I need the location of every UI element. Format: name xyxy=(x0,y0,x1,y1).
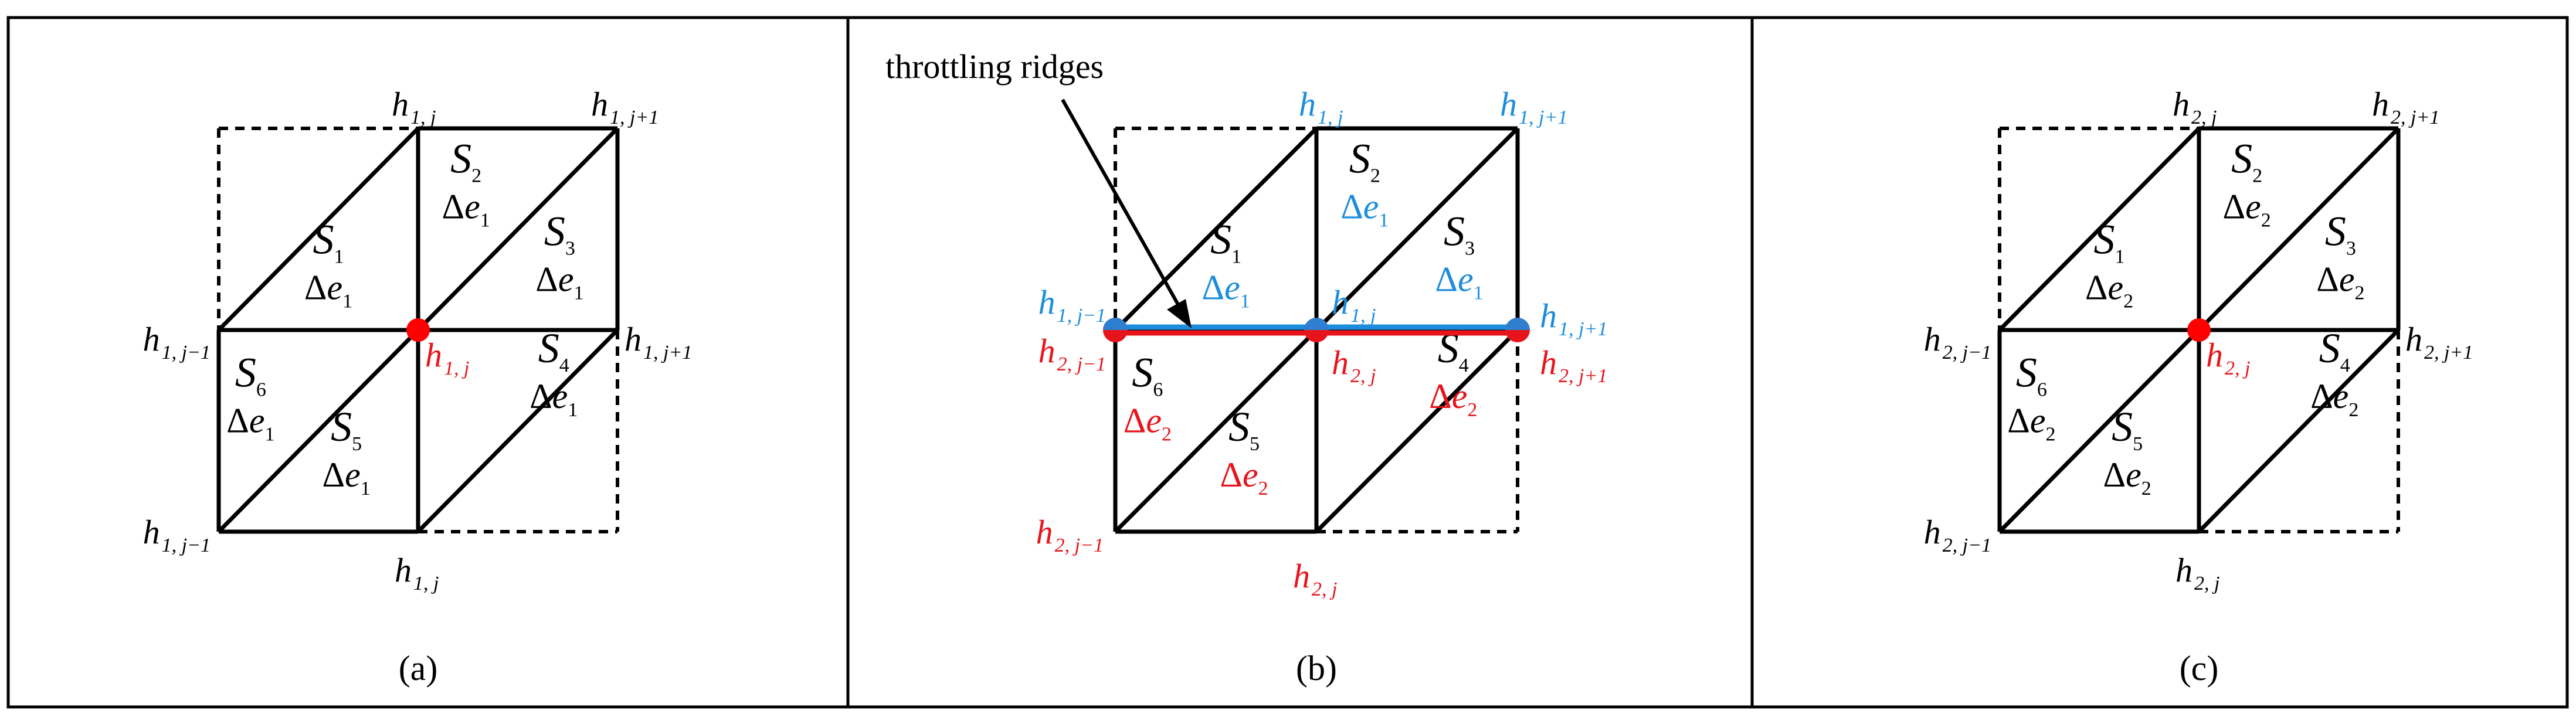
ridge-node-upper-0 xyxy=(1103,318,1128,330)
node-label-bottom-mid: h2, j xyxy=(1293,557,1337,600)
triangle-energy-label-s6: Δe1 xyxy=(226,401,274,445)
triangle-energy-label-s5: Δe2 xyxy=(1220,455,1268,499)
node-label-center-lower: h2, j xyxy=(1332,344,1376,387)
figure-frame xyxy=(6,16,2569,709)
node-label-left-mid-upper: h1, j−1 xyxy=(1038,283,1106,327)
center-node-marker xyxy=(2187,318,2211,342)
mesh-diagonal-upper-right xyxy=(1315,127,1519,332)
mesh-diagonal-lower-right xyxy=(1315,328,1519,533)
triangle-energy-label-s1: Δe2 xyxy=(2085,268,2133,312)
triangle-area-label-s1: S1 xyxy=(2094,216,2125,267)
ridge-node-upper-1 xyxy=(1304,318,1329,330)
triangle-area-label-s6: S6 xyxy=(235,349,266,400)
node-label-center: h2, j xyxy=(2206,336,2250,379)
node-label-left-mid: h2, j−1 xyxy=(1924,320,1991,363)
center-node-marker xyxy=(406,318,430,342)
mesh-diagonal-upper-left xyxy=(217,127,420,332)
triangle-energy-label-s3: Δe1 xyxy=(535,260,583,304)
triangle-energy-label-s4: Δe2 xyxy=(1429,377,1477,421)
panel-caption: (b) xyxy=(1296,649,1337,688)
node-label-bottom-left: h2, j−1 xyxy=(1924,513,1991,556)
node-label-top-right: h2, j+1 xyxy=(2372,85,2439,128)
node-label-bottom-left: h2, j−1 xyxy=(1036,513,1104,556)
annotation-arrow-head xyxy=(1167,299,1192,328)
triangle-area-label-s2: S2 xyxy=(1349,135,1380,187)
triangle-energy-label-s6: Δe2 xyxy=(2007,401,2055,445)
node-label-bottom-mid: h1, j xyxy=(395,551,439,594)
ridge-node-upper-2 xyxy=(1505,318,1530,330)
node-label-center-upper: h1, j xyxy=(1332,283,1376,327)
node-label-bottom-mid: h2, j xyxy=(2175,551,2219,594)
panel-caption: (c) xyxy=(2180,649,2219,688)
node-label-right-mid: h1, j+1 xyxy=(625,320,692,363)
node-label-top-right: h1, j+1 xyxy=(1500,85,1567,128)
mesh-diagonal-upper-left xyxy=(1114,127,1318,332)
triangle-energy-label-s6: Δe2 xyxy=(1124,401,1172,445)
annotation-throttling-ridges: throttling ridges xyxy=(885,47,1104,86)
triangle-energy-label-s4: Δe1 xyxy=(530,377,578,421)
mesh-diagonal-lower-right xyxy=(416,328,619,533)
node-label-left-mid: h1, j−1 xyxy=(143,320,211,363)
node-label-top-right: h1, j+1 xyxy=(591,85,659,128)
triangle-area-label-s4: S4 xyxy=(538,325,569,376)
triangle-area-label-s4: S4 xyxy=(2319,325,2350,376)
node-label-bottom-left: h1, j−1 xyxy=(143,513,211,556)
node-label-right-mid: h2, j+1 xyxy=(2405,320,2473,363)
node-label-top-mid: h2, j xyxy=(2173,85,2217,128)
mesh-diagonal-upper-left xyxy=(1998,127,2201,332)
triangle-area-label-s2: S2 xyxy=(2231,135,2262,187)
triangle-area-label-s3: S3 xyxy=(544,208,575,260)
triangle-energy-label-s2: Δe1 xyxy=(1340,188,1389,232)
node-label-right-mid-lower: h2, j+1 xyxy=(1540,344,1607,387)
triangle-area-label-s1: S1 xyxy=(313,216,344,267)
triangle-energy-label-s5: Δe2 xyxy=(2103,455,2151,499)
node-label-top-mid: h1, j xyxy=(392,85,436,128)
triangle-energy-label-s3: Δe1 xyxy=(1435,260,1483,304)
triangle-area-label-s6: S6 xyxy=(1132,349,1163,400)
triangle-energy-label-s1: Δe1 xyxy=(1202,268,1250,312)
node-label-right-mid-upper: h1, j+1 xyxy=(1540,297,1607,340)
mesh-diagonal-lower-left xyxy=(217,328,420,533)
triangle-area-label-s1: S1 xyxy=(1210,216,1241,267)
triangle-area-label-s3: S3 xyxy=(2325,208,2356,260)
triangle-energy-label-s5: Δe1 xyxy=(322,455,370,499)
node-label-left-mid-lower: h2, j−1 xyxy=(1038,332,1106,375)
triangle-area-label-s5: S5 xyxy=(331,403,362,455)
triangle-area-label-s5: S5 xyxy=(1228,403,1260,455)
mesh-diagonal-lower-right xyxy=(2197,328,2400,533)
mesh-diagonal-upper-right xyxy=(2197,127,2400,332)
mesh-diagonal-lower-left xyxy=(1998,328,2201,533)
triangle-area-label-s6: S6 xyxy=(2016,349,2047,400)
annotation-arrow-shaft xyxy=(1061,98,1183,312)
triangle-area-label-s5: S5 xyxy=(2112,403,2143,455)
triangle-energy-label-s3: Δe2 xyxy=(2316,260,2364,304)
triangle-energy-label-s1: Δe1 xyxy=(304,268,352,312)
triangle-energy-label-s4: Δe2 xyxy=(2310,377,2358,421)
triangle-area-label-s2: S2 xyxy=(450,135,481,187)
triangle-energy-label-s2: Δe2 xyxy=(2222,188,2270,232)
triangle-energy-label-s2: Δe1 xyxy=(442,188,490,232)
triangle-area-label-s3: S3 xyxy=(1444,208,1475,260)
node-label-center: h1, j xyxy=(425,336,469,379)
node-label-top-mid: h1, j xyxy=(1299,85,1343,128)
mesh-diagonal-lower-left xyxy=(1114,328,1318,533)
panel-caption: (a) xyxy=(399,649,438,688)
mesh-diagonal-upper-right xyxy=(416,127,619,332)
